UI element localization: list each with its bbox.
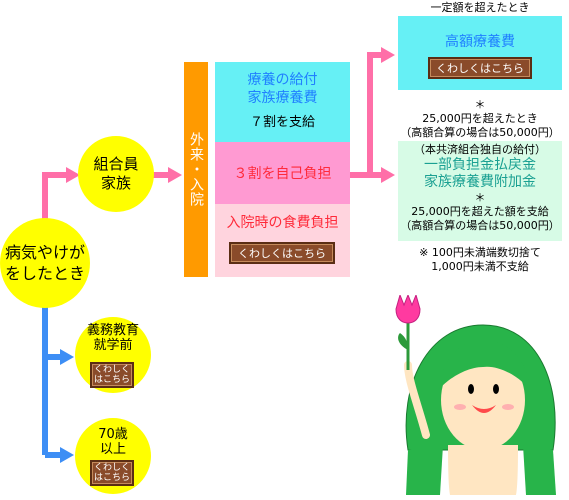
footnote: ※ 100円未満端数切捨て 1,000円未満不支給 [398, 246, 562, 274]
age70-details-button[interactable]: くわしく はこちら [90, 460, 134, 486]
left-eye [468, 384, 474, 394]
footnote-line1: ※ 100円未満端数切捨て [419, 246, 541, 259]
bar-text: 外来・入院 [188, 132, 204, 207]
union-title2: 家族療養費附加金 [424, 174, 536, 190]
arrowhead-age70 [60, 447, 74, 463]
member-family-circle: 組合員 家族 [78, 136, 154, 212]
arrowhead-bar [168, 167, 182, 183]
union-title1: 一部負担金払戻金 [424, 157, 536, 173]
school-btn-line1: くわしく [93, 365, 130, 375]
start-circle: 病気やけが をしたとき [0, 218, 90, 308]
benefit-line1: 療養の給付 [247, 72, 318, 88]
footnote-line2: 1,000円未満不支給 [431, 260, 529, 273]
union-star: ＊ [474, 191, 486, 204]
start-line2: をしたとき [4, 264, 85, 283]
arrowhead-school [60, 349, 74, 365]
member-line2: 家族 [100, 174, 131, 192]
school-line1: 義務教育 [86, 323, 139, 338]
benefit-line2: 家族療養費 [247, 90, 318, 106]
arrow-to-member [42, 172, 66, 225]
high-cost-details-button[interactable]: くわしくはこちら [428, 57, 532, 79]
school-details-button[interactable]: くわしく はこちら [90, 362, 134, 388]
benefit-line3: ７割を支給 [249, 115, 315, 130]
mid-note-line2: （高額合算の場合は50,000円） [400, 126, 560, 139]
age70-line1: 70歳 [98, 427, 128, 442]
age70-btn-line2: はこちら [93, 473, 130, 483]
union-line1: 25,000円を超えた額を支給 [411, 205, 549, 218]
arrowhead-union [381, 167, 395, 183]
benefit-top-section: 療養の給付 家族療養費 ７割を支給 [215, 62, 350, 142]
arrow-to-right [350, 52, 383, 178]
start-line1: 病気やけが [4, 243, 85, 262]
meal-text: 入院時の食費負担 [226, 215, 339, 231]
union-header: （本共済組合独自の給付） [414, 143, 546, 156]
age70-btn-line1: くわしく [93, 463, 130, 473]
right-eye [493, 384, 499, 394]
mascot-character [395, 295, 556, 495]
union-benefit-box: （本共済組合独自の給付） 一部負担金払戻金 家族療養費附加金 ＊ 25,000円… [398, 141, 562, 241]
mid-note-line1: 25,000円を超えたとき [422, 112, 538, 125]
school-btn-line2: はこちら [93, 375, 130, 385]
high-cost-title: 高額療養費 [445, 34, 515, 50]
self-pay-text: ３割を自己負担 [233, 166, 332, 182]
outpatient-inpatient-bar: 外来・入院 [184, 62, 208, 277]
high-cost-note: 一定額を超えたとき [430, 1, 530, 14]
arrowhead-highcost [381, 47, 395, 63]
age70-line2: 以上 [99, 442, 126, 457]
union-line2: （高額合算の場合は50,000円） [400, 219, 560, 232]
age70-circle: 70歳 以上 [75, 418, 151, 494]
arrowhead-member [66, 167, 80, 183]
member-line1: 組合員 [93, 155, 139, 173]
mid-note: ＊ 25,000円を超えたとき （高額合算の場合は50,000円） [398, 98, 562, 140]
benefit-meal-section: 入院時の食費負担 [215, 204, 350, 277]
benefit-self-pay-section: ３割を自己負担 [215, 142, 350, 204]
benefit-details-button[interactable]: くわしくはこちら [229, 242, 335, 264]
school-line2: 就学前 [93, 338, 133, 353]
mid-note-star: ＊ [474, 98, 486, 111]
